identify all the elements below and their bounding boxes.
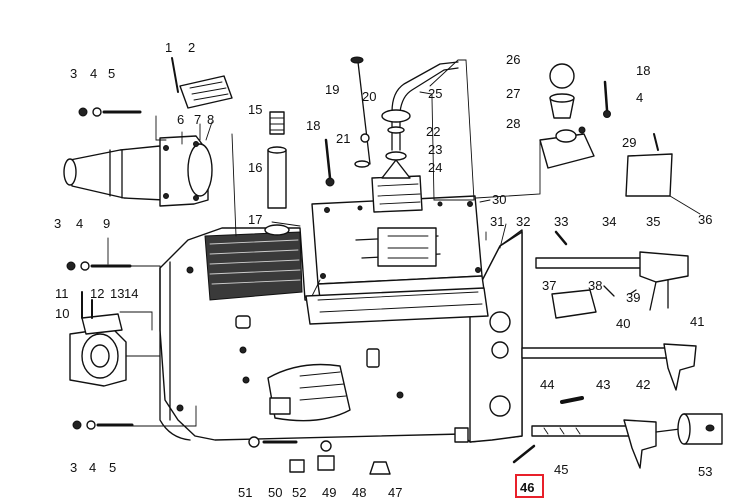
inspection-cover [171, 57, 233, 109]
top-bolt-right [603, 80, 611, 118]
part-label: 45 [554, 462, 568, 477]
part-label: 4 [90, 66, 97, 81]
leader-lines [107, 59, 701, 427]
gasket [305, 287, 489, 325]
part-label: 49 [322, 485, 336, 500]
part-label: 36 [698, 212, 712, 227]
shift-rail-middle [521, 343, 697, 391]
part-label: 28 [506, 116, 520, 131]
bolt-set-top [78, 107, 142, 117]
part-label: 9 [103, 216, 110, 231]
part-label: 2 [188, 40, 195, 55]
shift-fork-53 [655, 413, 723, 445]
part-label: 33 [554, 214, 568, 229]
part-label: 43 [596, 377, 610, 392]
part-label: 38 [588, 278, 602, 293]
part-label: 18 [636, 63, 650, 78]
highlight-box [515, 474, 544, 498]
part-label: 30 [492, 192, 506, 207]
part-label: 51 [238, 485, 252, 500]
shift-tower [371, 151, 423, 213]
part-label: 4 [76, 216, 83, 231]
shift-rail-lower [531, 396, 657, 469]
input-shaft-housing [63, 135, 213, 207]
part-label: 4 [636, 90, 643, 105]
part-label: 3 [70, 460, 77, 475]
shift-rail-upper [535, 230, 689, 319]
part-label: 6 [177, 112, 184, 127]
gasket-lines [317, 291, 483, 313]
part-labels: 1 2 3 4 5 6 7 8 9 3 4 10 11 12 13 14 3 4… [54, 40, 712, 500]
part-label: 5 [109, 460, 116, 475]
bottom-small-parts [248, 436, 391, 475]
part-label: 40 [616, 316, 630, 331]
part-label: 24 [428, 160, 442, 175]
part-label: 27 [506, 86, 520, 101]
dipstick [350, 56, 371, 168]
part-label: 10 [55, 306, 69, 321]
part-label: 13 [110, 286, 124, 301]
gearbox-housing [159, 227, 523, 443]
part-label: 22 [426, 124, 440, 139]
part-label: 41 [690, 314, 704, 329]
part-label: 17 [248, 212, 262, 227]
part-label: 46 [520, 480, 534, 495]
cover-bolt [324, 138, 335, 187]
part-label: 12 [90, 286, 104, 301]
part-label: 53 [698, 464, 712, 479]
part-label: 26 [506, 52, 520, 67]
part-label: 8 [207, 112, 214, 127]
part-label: 39 [626, 290, 640, 305]
part-label: 15 [248, 102, 262, 117]
part-label: 5 [108, 66, 115, 81]
speedometer-drive [264, 111, 290, 236]
part-label: 48 [352, 485, 366, 500]
bolt-set-bottom [72, 420, 134, 430]
shift-knob-assembly [539, 63, 595, 169]
part-label: 21 [336, 131, 350, 146]
part-label: 47 [388, 485, 402, 500]
part-label: 34 [602, 214, 616, 229]
gear-lever [381, 61, 459, 151]
part-label: 31 [490, 214, 504, 229]
part-label: 44 [540, 377, 554, 392]
part-label: 52 [292, 485, 306, 500]
part-label: 50 [268, 485, 282, 500]
part-label: 32 [516, 214, 530, 229]
part-label: 42 [636, 377, 650, 392]
part-label: 37 [542, 278, 556, 293]
part-label: 29 [622, 135, 636, 150]
part-label: 7 [194, 112, 201, 127]
release-bearing-housing [69, 291, 127, 387]
part-label: 3 [54, 216, 61, 231]
part-label: 35 [646, 214, 660, 229]
part-label: 16 [248, 160, 262, 175]
part-label: 23 [428, 142, 442, 157]
top-cover-plate [311, 195, 485, 299]
part-label: 3 [70, 66, 77, 81]
part-label: 18 [306, 118, 320, 133]
part-label: 1 [165, 40, 172, 55]
part-label: 20 [362, 89, 376, 104]
part-label: 11 [55, 286, 69, 301]
part-label: 19 [325, 82, 339, 97]
part-label: 25 [428, 86, 442, 101]
part-label: 14 [124, 286, 138, 301]
bolt-set-mid [66, 261, 132, 271]
spring-pin-45 [512, 444, 536, 464]
part-label: 4 [89, 460, 96, 475]
